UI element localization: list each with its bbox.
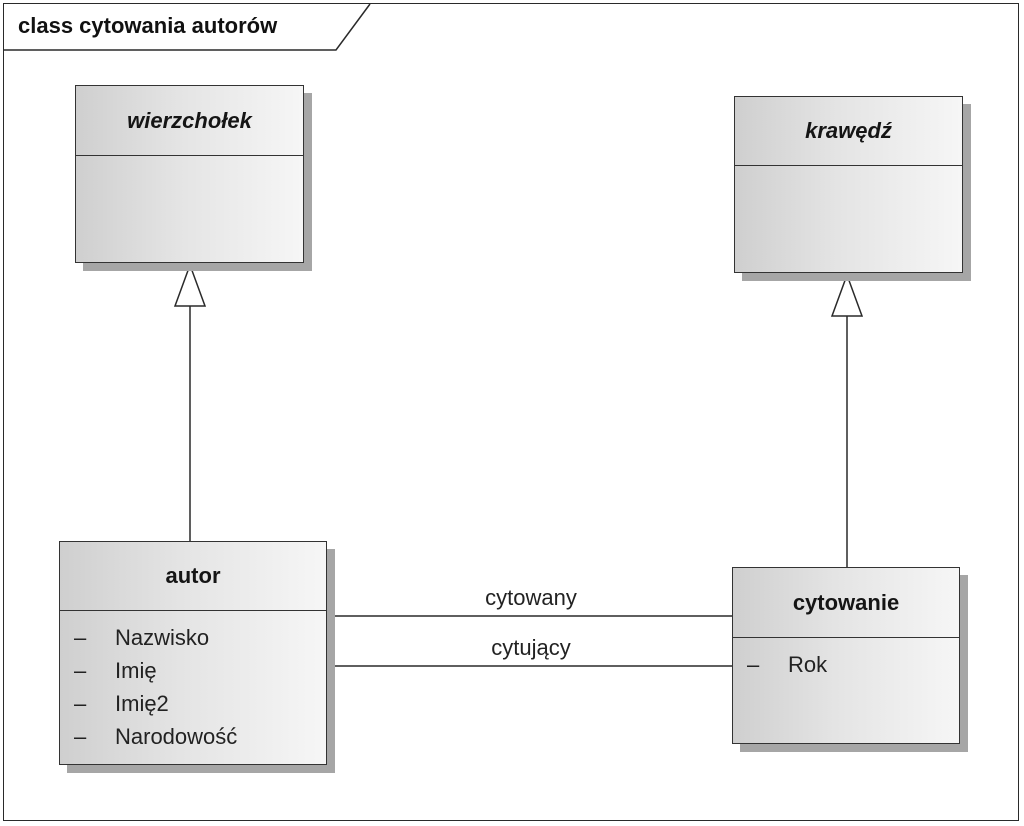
class-krawedz-attributes	[735, 166, 962, 176]
attribute-name: Imię2	[115, 690, 169, 716]
attribute-row[interactable]: – Nazwisko	[60, 621, 326, 654]
class-cytowanie[interactable]: cytowanie – Rok	[732, 567, 960, 744]
class-cytowanie-attributes: – Rok	[733, 638, 959, 681]
visibility-marker: –	[74, 690, 87, 716]
class-krawedz-name: krawędź	[735, 97, 962, 166]
frame-title: class cytowania autorów	[18, 13, 278, 38]
attribute-row[interactable]: – Rok	[733, 648, 959, 681]
frame-title-tab	[4, 3, 371, 51]
attribute-name: Imię	[115, 657, 157, 683]
association-label-cytowany: cytowany	[485, 585, 577, 610]
attribute-row[interactable]: – Imię	[60, 654, 326, 687]
visibility-marker: –	[74, 723, 87, 749]
generalization-arrowhead-wierzcholek	[173, 262, 207, 307]
class-wierzcholek-attributes	[76, 156, 303, 166]
visibility-marker: –	[74, 624, 87, 650]
class-wierzcholek-name: wierzchołek	[76, 86, 303, 156]
generalization-arrowhead-krawedz	[830, 272, 864, 317]
class-autor-attributes: – Nazwisko – Imię – Imię2 – Narodowość	[60, 611, 326, 753]
class-wierzcholek[interactable]: wierzchołek	[75, 85, 304, 263]
class-autor[interactable]: autor – Nazwisko – Imię – Imię2 – Narodo…	[59, 541, 327, 765]
diagram-frame	[3, 3, 1019, 821]
attribute-row[interactable]: – Narodowość	[60, 720, 326, 753]
attribute-name: Narodowość	[115, 723, 238, 749]
visibility-marker: –	[74, 657, 87, 683]
attribute-name: Rok	[788, 651, 828, 677]
attribute-row[interactable]: – Imię2	[60, 687, 326, 720]
class-autor-name: autor	[60, 542, 326, 611]
class-cytowanie-name: cytowanie	[733, 568, 959, 638]
class-krawedz[interactable]: krawędź	[734, 96, 963, 273]
association-label-cytujacy: cytujący	[491, 635, 571, 660]
attribute-name: Nazwisko	[115, 624, 210, 650]
visibility-marker: –	[747, 651, 760, 677]
